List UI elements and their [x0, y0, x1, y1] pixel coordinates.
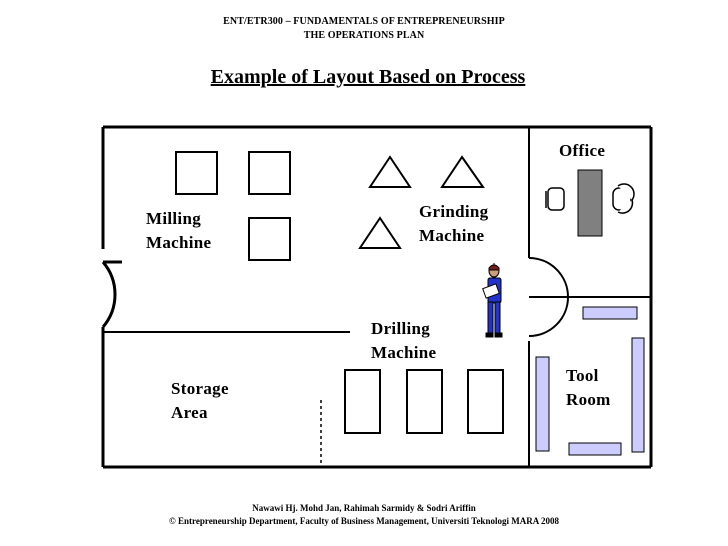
course-header: ENT/ETR300 – FUNDAMENTALS OF ENTREPRENEU… [223, 16, 505, 27]
office-desk [577, 169, 603, 237]
office-chair-left [545, 187, 565, 211]
tool-rack-top [582, 306, 638, 320]
tool-racks [535, 306, 645, 456]
grinding-machines [358, 155, 485, 249]
drilling-machine [344, 369, 381, 434]
worker-figure [482, 263, 503, 338]
drilling-machine [406, 369, 443, 434]
office-walls [528, 127, 651, 467]
grinding-machine-label: Grinding Machine [419, 202, 489, 245]
entrance-door [101, 260, 122, 328]
tool-room-label: Tool Room [566, 366, 611, 409]
grinding-machine [368, 155, 412, 188]
milling-machine-label: Milling Machine [146, 209, 212, 252]
storage-area-label: Storage Area [171, 379, 229, 422]
drilling-machines [344, 369, 504, 434]
office-chair-right [612, 183, 635, 214]
milling-machines [175, 151, 291, 261]
slide-title: Example of Layout Based on Process [210, 66, 526, 88]
drilling-machine-label: Drilling Machine [371, 319, 437, 362]
tool-rack-bottom [568, 442, 622, 456]
topic-header: THE OPERATIONS PLAN [303, 30, 425, 41]
footer-copyright: © Entrepreneurship Department, Faculty o… [169, 516, 559, 526]
office-door [528, 257, 569, 298]
tool-rack-right [631, 337, 645, 453]
office-furniture [545, 169, 635, 237]
milling-machine [175, 151, 218, 195]
grinding-machine [358, 216, 402, 249]
tool-rack-left [535, 356, 550, 452]
milling-machine [248, 151, 291, 195]
milling-machine [248, 217, 291, 261]
grinding-machine [440, 155, 485, 188]
footer-authors: Nawawi Hj. Mohd Jan, Rahimah Sarmidy & S… [252, 503, 476, 513]
office-label: Office [559, 141, 606, 160]
drilling-machine [467, 369, 504, 434]
toolroom-door [528, 296, 569, 337]
